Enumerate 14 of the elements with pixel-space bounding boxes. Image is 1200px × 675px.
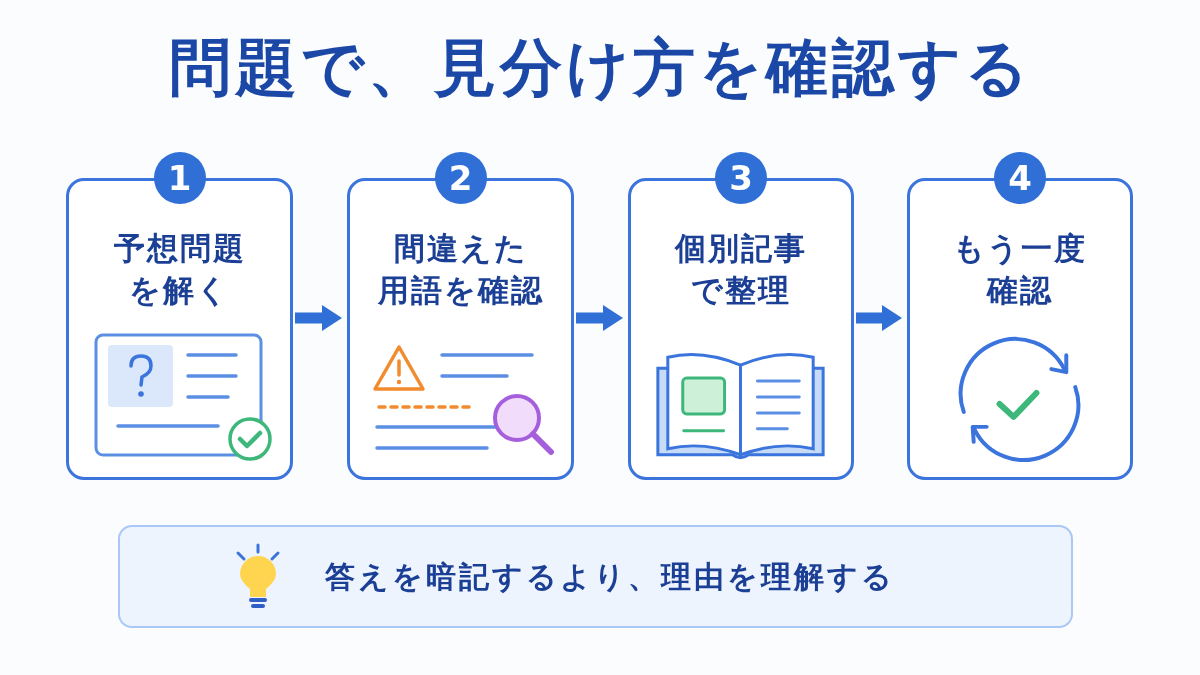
step-title: 予想問題を解く: [112, 229, 247, 310]
step-number: 4: [994, 152, 1046, 204]
tip-text: 答えを暗記するより、理由を理解する: [325, 558, 895, 596]
arrow: [576, 305, 623, 331]
step-title: 個別記事で整理: [673, 229, 808, 310]
step-title: 間違えた用語を確認: [376, 229, 545, 310]
tip-banner: [118, 525, 1073, 628]
step-number: 1: [153, 152, 206, 204]
step-number: 3: [715, 152, 767, 204]
arrow: [295, 305, 342, 331]
step-title: もう一度確認: [952, 229, 1088, 310]
step-number: 2: [434, 152, 487, 204]
page-title: 問題で、見分け方を確認する: [167, 30, 1033, 106]
arrow: [856, 305, 902, 331]
